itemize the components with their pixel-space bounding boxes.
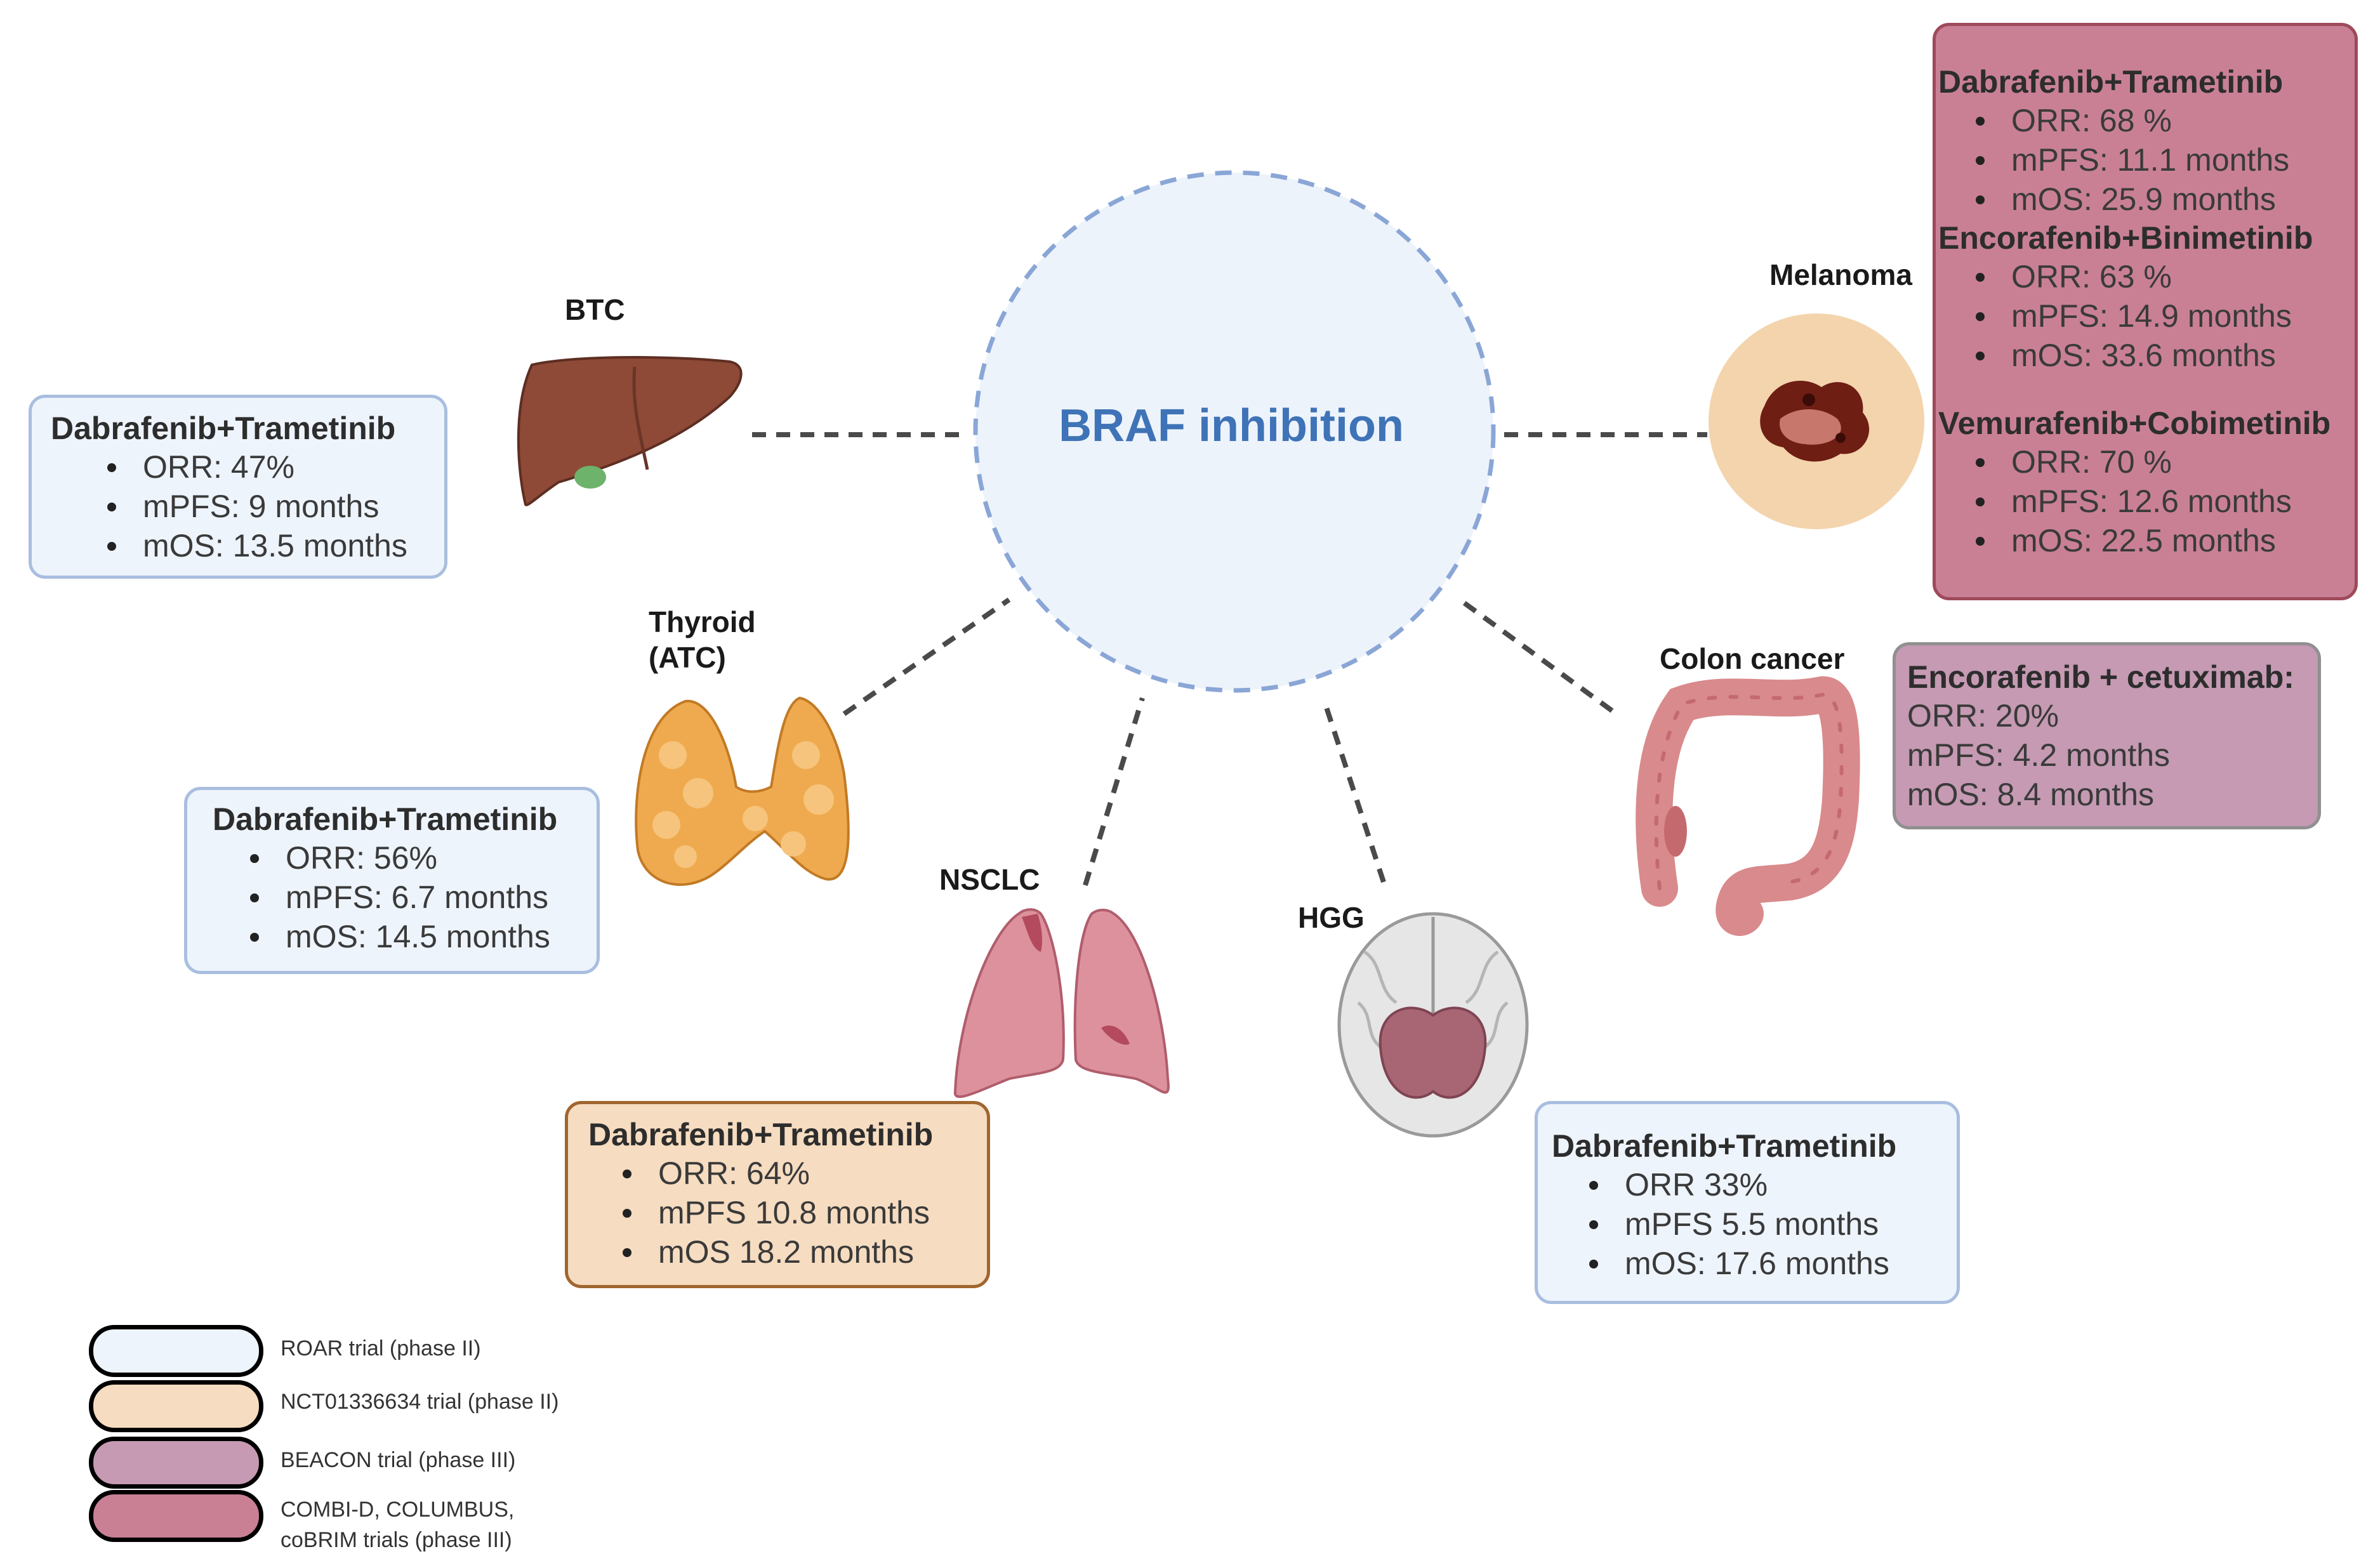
legend-label-beacon: BEACON trial (phase III) [281, 1448, 516, 1472]
result-mos: mOS: 33.6 months [1976, 336, 2353, 375]
result-mpfs: mPFS: 14.9 months [1976, 296, 2353, 336]
colon-icon [1636, 676, 1860, 936]
result-mos: mOS: 25.9 months [1976, 180, 2353, 219]
box-title: Dabrafenib+Trametinib [213, 801, 558, 837]
liver-icon [517, 356, 743, 506]
result-mpfs: mPFS: 9 months [107, 487, 425, 526]
center-circle [973, 170, 1496, 693]
result-orr: ORR 33% [1589, 1165, 1943, 1204]
nsclc-result-box: Dabrafenib+Trametinib ORR: 64% mPFS 10.8… [565, 1101, 990, 1288]
result-mpfs: mPFS: 11.1 months [1976, 140, 2353, 180]
result-list: ORR: 56% mPFS: 6.7 months mOS: 14.5 mont… [213, 838, 571, 956]
box-title: Dabrafenib+Trametinib [51, 411, 396, 446]
result-list: ORR: 63 % mPFS: 14.9 months mOS: 33.6 mo… [1938, 257, 2353, 375]
organ-label-thyroid-atc: (ATC) [649, 641, 726, 674]
result-orr: ORR: 70 % [1976, 442, 2353, 482]
connector-nsclc [1083, 697, 1145, 886]
center-title: BRAF inhibition [1059, 400, 1404, 451]
result-mos: mOS: 8.4 months [1907, 777, 2155, 812]
result-mpfs: mPFS 5.5 months [1589, 1204, 1943, 1244]
result-orr: ORR: 56% [250, 838, 571, 878]
result-mpfs: mPFS: 6.7 months [250, 878, 571, 917]
legend-swatch-roar [89, 1325, 263, 1377]
result-list: ORR: 64% mPFS 10.8 months mOS 18.2 month… [588, 1154, 967, 1272]
box-title-encorafenib: Encorafenib+Binimetinib [1938, 220, 2313, 256]
connector-lines [752, 432, 1707, 886]
result-orr: ORR: 47% [107, 447, 425, 487]
btc-result-box: Dabrafenib+Trametinib ORR: 47% mPFS: 9 m… [29, 395, 447, 579]
result-orr: ORR: 63 % [1976, 257, 2353, 296]
result-list: ORR: 68 % mPFS: 11.1 months mOS: 25.9 mo… [1938, 101, 2353, 219]
result-orr: ORR: 20% [1907, 698, 2059, 734]
lungs-icon [953, 908, 1170, 1098]
legend-swatch-nct [89, 1380, 263, 1432]
result-list: ORR: 70 % mPFS: 12.6 months mOS: 22.5 mo… [1938, 442, 2353, 560]
box-title-dabrafenib: Dabrafenib+Trametinib [1938, 64, 2284, 100]
legend-label-nct: NCT01336634 trial (phase II) [281, 1390, 559, 1414]
melanoma-result-box: Dabrafenib+Trametinib ORR: 68 % mPFS: 11… [1933, 23, 2358, 600]
connector-hgg [1324, 706, 1386, 883]
result-mos: mOS: 14.5 months [250, 917, 571, 956]
box-title: Dabrafenib+Trametinib [588, 1117, 934, 1152]
box-title: Encorafenib + cetuximab: [1907, 659, 2294, 695]
melanoma-lesion-icon [1709, 313, 1924, 529]
result-mos: mOS: 22.5 months [1976, 521, 2353, 560]
thyroid-icon [635, 696, 850, 886]
result-list: ORR 33% mPFS 5.5 months mOS: 17.6 months [1552, 1165, 1943, 1283]
thyroid-result-box: Dabrafenib+Trametinib ORR: 56% mPFS: 6.7… [184, 787, 600, 974]
legend-swatch-beacon [89, 1437, 263, 1489]
organ-label-colon: Colon cancer [1660, 642, 1845, 675]
result-mpfs: mPFS: 4.2 months [1907, 737, 2171, 773]
organ-label-nsclc: NSCLC [939, 863, 1040, 896]
result-mpfs: mPFS 10.8 months [623, 1193, 967, 1232]
organ-label-hgg: HGG [1298, 901, 1365, 934]
result-mos: mOS: 13.5 months [107, 526, 425, 565]
organ-label-thyroid: Thyroid [649, 605, 756, 638]
hgg-result-box: Dabrafenib+Trametinib ORR 33% mPFS 5.5 m… [1535, 1101, 1960, 1304]
brain-icon [1337, 912, 1529, 1138]
result-orr: ORR: 68 % [1976, 101, 2353, 140]
legend-label-roar: ROAR trial (phase II) [281, 1336, 481, 1360]
legend-label-combi-line2: coBRIM trials (phase III) [281, 1528, 512, 1552]
box-title-vemurafenib: Vemurafenib+Cobimetinib [1938, 405, 2331, 441]
result-mos: mOS 18.2 months [623, 1232, 967, 1272]
colon-result-box: Encorafenib + cetuximab: ORR: 20% mPFS: … [1893, 642, 2321, 829]
result-mos: mOS: 17.6 months [1589, 1244, 1943, 1283]
result-orr: ORR: 64% [623, 1154, 967, 1193]
result-list: ORR: 47% mPFS: 9 months mOS: 13.5 months [51, 447, 425, 565]
connector-thyroid [842, 597, 1011, 716]
box-title: Dabrafenib+Trametinib [1552, 1128, 1897, 1164]
result-mpfs: mPFS: 12.6 months [1976, 482, 2353, 521]
organ-label-melanoma: Melanoma [1769, 258, 1912, 291]
organ-label-btc: BTC [565, 293, 625, 326]
legend-label-combi: COMBI-D, COLUMBUS, [281, 1498, 515, 1522]
legend-swatch-combi [89, 1490, 263, 1542]
connector-colon [1458, 597, 1614, 713]
